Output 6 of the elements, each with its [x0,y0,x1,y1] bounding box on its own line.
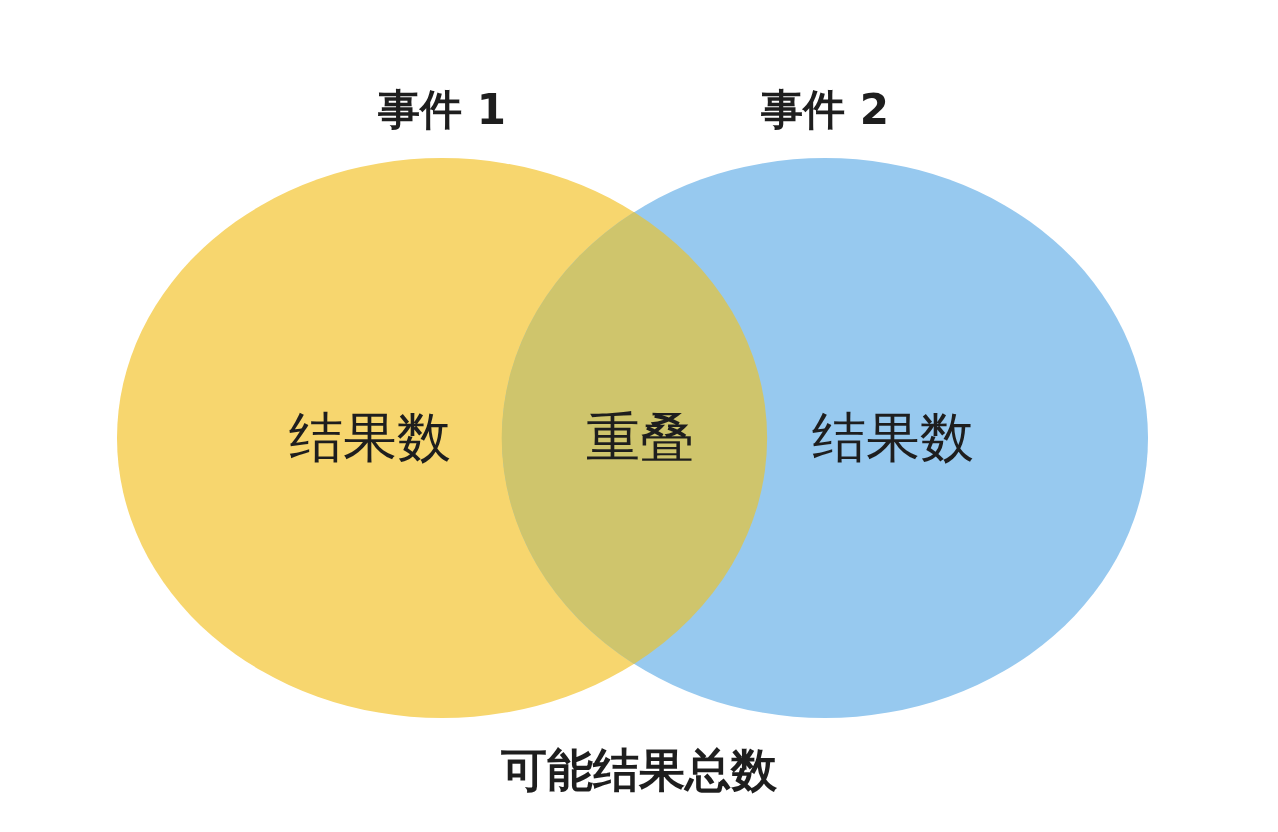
set-label: 结果数 [289,408,451,468]
caption-text: 可能结果总数 [501,744,777,796]
set-label: 结果数 [812,408,974,468]
set-title: 事件 2 [761,86,889,134]
set-title: 事件 1 [378,86,506,134]
overlap-label: 重叠 [586,408,694,468]
